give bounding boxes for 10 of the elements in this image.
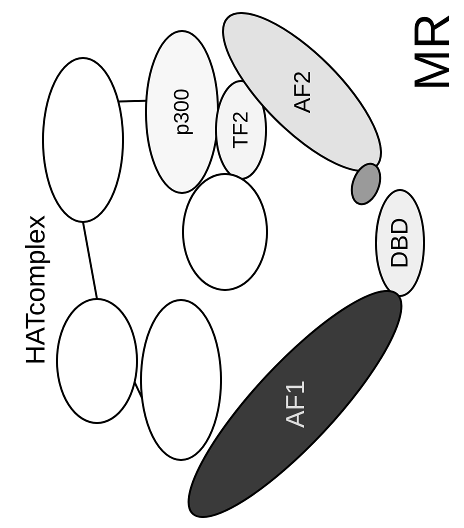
heading-label: MR bbox=[407, 13, 457, 91]
connector-line bbox=[82, 222, 98, 300]
protein-label: AF2 bbox=[289, 70, 315, 114]
heading-label: HATcomplex bbox=[22, 215, 50, 365]
connector-line bbox=[118, 100, 146, 102]
protein-label: TF2 bbox=[230, 111, 252, 149]
connector-line bbox=[134, 382, 143, 398]
protein-label: AF1 bbox=[280, 380, 310, 428]
protein-label: p300 bbox=[170, 88, 194, 136]
protein-label: DBD bbox=[386, 218, 414, 268]
